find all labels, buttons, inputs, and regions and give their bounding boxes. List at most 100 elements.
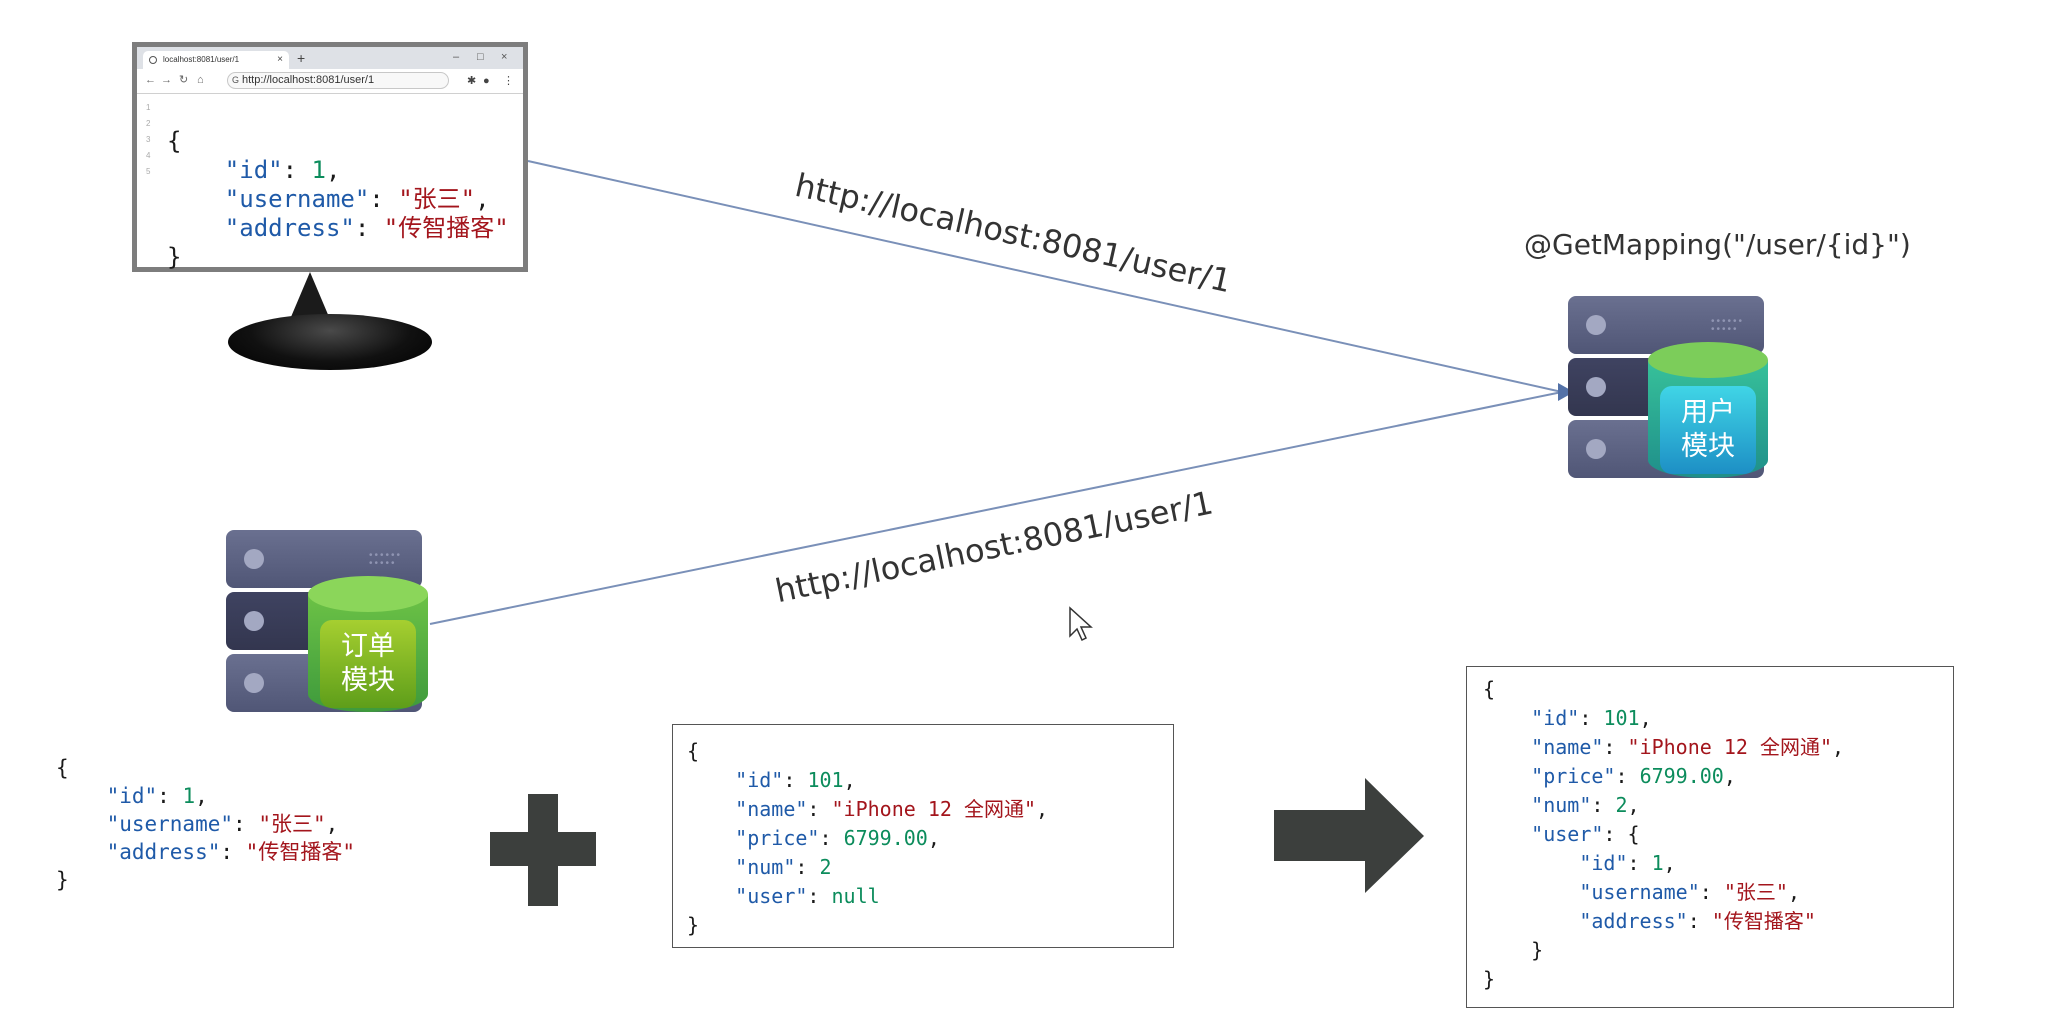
new-tab-icon[interactable]: + bbox=[297, 50, 306, 66]
code-token: : bbox=[157, 784, 183, 808]
code-token bbox=[1483, 706, 1531, 730]
database-icon: 订单 模块 bbox=[308, 576, 428, 726]
rack-led bbox=[244, 673, 264, 693]
line-number: 3 bbox=[146, 135, 151, 144]
mouse-cursor-icon bbox=[1069, 606, 1093, 642]
minimize-icon[interactable]: – bbox=[453, 51, 460, 63]
address-bar[interactable]: G http://localhost:8081/user/1 bbox=[227, 72, 449, 89]
menu-icon[interactable]: ⋮ bbox=[503, 75, 514, 87]
window-close-icon[interactable]: × bbox=[501, 51, 508, 63]
code-token bbox=[687, 855, 735, 879]
code-token: "传智播客" bbox=[1711, 909, 1816, 933]
code-line: } bbox=[56, 866, 355, 894]
code-token: "iPhone 12 全网通" bbox=[1627, 735, 1833, 759]
code-token: , bbox=[927, 826, 940, 850]
code-token: } bbox=[56, 868, 69, 892]
merged-json: { "id": 101, "name": "iPhone 12 全网通", "p… bbox=[1483, 675, 1844, 994]
close-icon[interactable]: × bbox=[277, 54, 283, 65]
profile-icon[interactable]: ● bbox=[483, 75, 490, 87]
code-token: : bbox=[233, 812, 259, 836]
code-token bbox=[1483, 793, 1531, 817]
code-token: "address" bbox=[1579, 909, 1688, 933]
forward-icon[interactable]: → bbox=[161, 74, 172, 86]
order-module-label-line1: 订单 bbox=[341, 631, 395, 662]
code-token: 6799.00 bbox=[1639, 764, 1724, 788]
code-token: 6799.00 bbox=[843, 826, 928, 850]
rack-vent: ••••••••••• bbox=[368, 550, 402, 569]
code-token: 101 bbox=[1603, 706, 1640, 730]
browser-tab[interactable]: localhost:8081/user/1 × bbox=[143, 51, 289, 69]
code-token: "user" bbox=[735, 884, 808, 908]
line-number: 1 bbox=[146, 103, 151, 112]
code-token bbox=[167, 185, 225, 213]
code-token: "iPhone 12 全网通" bbox=[831, 797, 1037, 821]
code-token bbox=[56, 812, 107, 836]
browser-tab-bar: localhost:8081/user/1 × + – □ × bbox=[137, 47, 523, 69]
order-json: { "id": 101, "name": "iPhone 12 全网通", "p… bbox=[687, 737, 1048, 940]
code-token: : bbox=[807, 797, 832, 821]
code-token: "price" bbox=[735, 826, 820, 850]
extension-icon[interactable]: ✱ bbox=[467, 75, 477, 87]
line-number: 5 bbox=[146, 167, 151, 176]
code-token: "username" bbox=[1579, 880, 1700, 904]
code-line: { bbox=[687, 737, 1048, 766]
code-line: "num": 2 bbox=[687, 853, 1048, 882]
code-token bbox=[1483, 735, 1531, 759]
line-number: 4 bbox=[146, 151, 151, 160]
code-token: "num" bbox=[735, 855, 796, 879]
code-token: , bbox=[1627, 793, 1640, 817]
code-token: "name" bbox=[735, 797, 808, 821]
address-bar-url: http://localhost:8081/user/1 bbox=[242, 74, 375, 86]
code-token: : bbox=[1591, 793, 1616, 817]
code-token: "传智播客" bbox=[383, 214, 509, 242]
code-token bbox=[167, 156, 225, 184]
code-line: } bbox=[687, 911, 1048, 940]
arrow-right-icon bbox=[1274, 778, 1424, 893]
code-token: } bbox=[1483, 967, 1496, 991]
code-token: { bbox=[56, 756, 69, 780]
order-json-box: { "id": 101, "name": "iPhone 12 全网通", "p… bbox=[672, 724, 1174, 948]
code-line: { bbox=[56, 754, 355, 782]
code-token: 1 bbox=[311, 156, 326, 184]
code-token: } bbox=[167, 243, 182, 271]
site-info-icon: G bbox=[232, 75, 240, 85]
code-token bbox=[1483, 851, 1579, 875]
code-line: } bbox=[1483, 936, 1844, 965]
reload-icon[interactable]: ↻ bbox=[179, 74, 189, 86]
code-token: : bbox=[795, 855, 820, 879]
code-token: "username" bbox=[106, 812, 234, 836]
code-token: "num" bbox=[1531, 793, 1592, 817]
code-token: : { bbox=[1603, 822, 1640, 846]
code-line: "address": "传智播客" bbox=[167, 214, 509, 243]
code-line: "id": 1, bbox=[167, 156, 509, 185]
code-token bbox=[687, 797, 735, 821]
code-line: "address": "传智播客" bbox=[56, 838, 355, 866]
code-token bbox=[687, 826, 735, 850]
code-token: : bbox=[1615, 764, 1640, 788]
code-line: "id": 101, bbox=[687, 766, 1048, 795]
code-token bbox=[687, 884, 735, 908]
get-mapping-annotation: @GetMapping("/user/{id}") bbox=[1524, 228, 1911, 261]
rack-led bbox=[1586, 439, 1606, 459]
code-token: , bbox=[1639, 706, 1652, 730]
code-token bbox=[1483, 764, 1531, 788]
back-icon[interactable]: ← bbox=[145, 74, 156, 86]
code-token: , bbox=[475, 185, 490, 213]
maximize-icon[interactable]: □ bbox=[477, 51, 484, 63]
code-token bbox=[167, 214, 225, 242]
code-token: : bbox=[819, 826, 844, 850]
code-token: : bbox=[1579, 706, 1604, 730]
code-line: "num": 2, bbox=[1483, 791, 1844, 820]
code-token: , bbox=[1036, 797, 1049, 821]
globe-icon bbox=[149, 56, 157, 64]
home-icon[interactable]: ⌂ bbox=[197, 74, 204, 86]
code-token: "张三" bbox=[398, 185, 476, 213]
code-line: { bbox=[1483, 675, 1844, 704]
code-token bbox=[1483, 909, 1579, 933]
browser-json-response: { "id": 1, "username": "张三", "address": … bbox=[167, 127, 509, 272]
code-token: "传智播客" bbox=[245, 840, 355, 864]
code-token: "username" bbox=[224, 185, 370, 213]
code-token: , bbox=[843, 768, 856, 792]
code-token: { bbox=[1483, 677, 1496, 701]
